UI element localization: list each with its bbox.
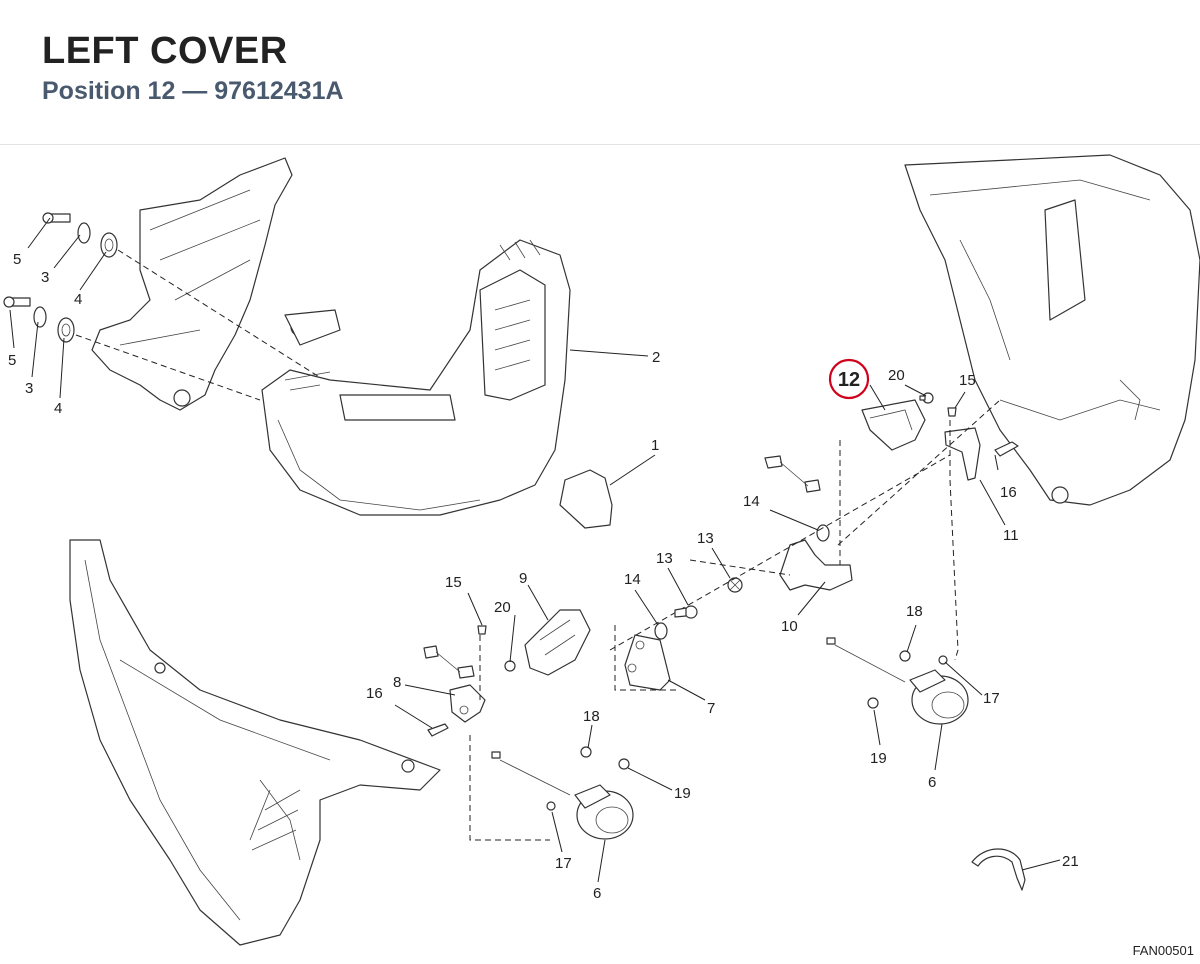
callout-2: 2 — [652, 349, 660, 366]
callout-16: 16 — [1000, 484, 1017, 501]
screw-15-middle — [477, 625, 487, 635]
screw-16-upper — [994, 441, 1019, 457]
bracket-10-drawing — [779, 539, 853, 591]
fog-light-right-drawing — [826, 637, 969, 725]
page-subtitle: Position 12 — 97612431A — [42, 77, 344, 105]
connector-middle-a — [423, 645, 439, 659]
callout-6: 6 — [928, 774, 936, 791]
cover-part-12-drawing — [861, 399, 926, 451]
callout-18: 18 — [583, 708, 600, 725]
cable-tie-21-drawing — [971, 848, 1026, 891]
callout-19: 19 — [674, 785, 691, 802]
nut-19-right — [867, 697, 879, 709]
callout-15: 15 — [445, 574, 462, 591]
screw-20-middle — [504, 660, 516, 672]
callout-4: 4 — [54, 400, 62, 417]
callout-17: 17 — [983, 690, 1000, 707]
callout-5: 5 — [8, 352, 16, 369]
screw-20-upper — [919, 392, 934, 404]
callout-17: 17 — [555, 855, 572, 872]
callout-14: 14 — [624, 571, 641, 588]
callout-8: 8 — [393, 674, 401, 691]
highlight-ring — [828, 358, 870, 400]
cover-part-9-drawing — [524, 609, 591, 676]
callout-5: 5 — [13, 251, 21, 268]
highlighted-callout-12[interactable]: 12 — [828, 358, 870, 400]
callout-14: 14 — [743, 493, 760, 510]
connector-upper-a — [764, 455, 783, 469]
headlight-assembly-drawing — [261, 239, 571, 516]
callout-20: 20 — [888, 367, 905, 384]
callout-3: 3 — [41, 269, 49, 286]
bracket-8-drawing — [449, 684, 486, 723]
page-header: LEFT COVER Position 12 — 97612431A — [0, 0, 1200, 145]
screw-set-lower — [3, 296, 75, 343]
nut-19-left — [618, 758, 630, 770]
callout-19: 19 — [870, 750, 887, 767]
grommet-18-right — [899, 650, 911, 662]
right-cover-frame-drawing — [904, 154, 1200, 506]
screw-13-right — [727, 577, 743, 593]
headlight-bracket-drawing — [91, 157, 341, 411]
callout-13: 13 — [656, 550, 673, 567]
callout-7: 7 — [707, 700, 715, 717]
page-title: LEFT COVER — [42, 30, 288, 72]
drawing-code: FAN00501 — [1132, 943, 1194, 958]
fairing-frame-drawing — [69, 539, 441, 946]
screw-15-upper — [947, 407, 957, 417]
cover-part-1-drawing — [559, 469, 613, 529]
callout-1: 1 — [651, 437, 659, 454]
callout-12-label: 12 — [838, 369, 860, 391]
callout-6: 6 — [593, 885, 601, 902]
callout-10: 10 — [781, 618, 798, 635]
fog-light-left-drawing — [491, 751, 634, 840]
leader-lines — [9, 217, 1061, 883]
callout-20: 20 — [494, 599, 511, 616]
callout-13: 13 — [697, 530, 714, 547]
screw-13-middle — [674, 605, 698, 619]
callout-9: 9 — [519, 570, 527, 587]
callout-11: 11 — [1003, 527, 1019, 544]
connector-middle-b — [457, 665, 475, 679]
grommet-14-middle — [654, 622, 668, 640]
grommet-18-left — [580, 746, 592, 758]
callout-18: 18 — [906, 603, 923, 620]
washer-17-left — [546, 801, 556, 811]
connector-upper-b — [804, 479, 821, 493]
screw-16-middle — [427, 723, 449, 737]
callout-labels: 5 3 4 5 3 4 2 1 20 15 16 11 14 13 10 15 … — [8, 251, 1079, 902]
callout-16: 16 — [366, 685, 383, 702]
callout-15: 15 — [959, 372, 976, 389]
callout-3: 3 — [25, 380, 33, 397]
screw-set-upper — [42, 212, 118, 258]
callout-21: 21 — [1062, 853, 1079, 870]
bracket-7-drawing — [624, 634, 671, 691]
callout-4: 4 — [74, 291, 82, 308]
